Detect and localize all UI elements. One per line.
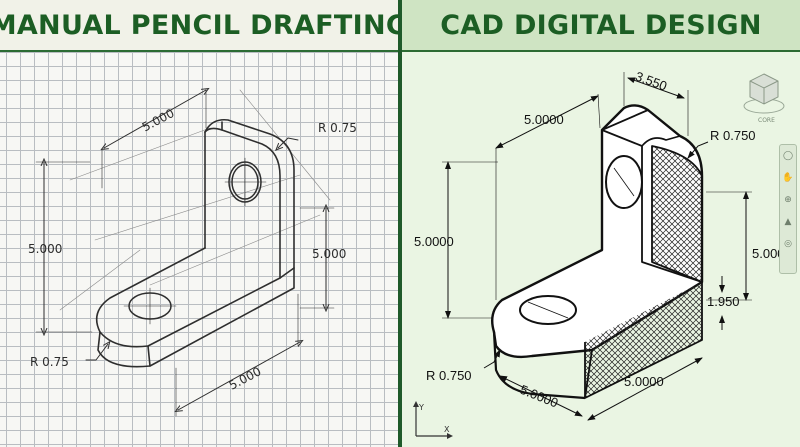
walk-icon[interactable]: ▲ [784, 217, 792, 227]
cad-dim-top-width: 5.0000 [524, 112, 564, 127]
sketch-radius-top: R 0.75 [318, 121, 357, 135]
manual-drafting-title: MANUAL PENCIL DRAFTING [0, 9, 398, 41]
viewcube-label: CORE [758, 117, 775, 124]
cad-radius-bottom: R 0.750 [426, 368, 472, 383]
sketch-radius-bottom: R 0.75 [30, 355, 69, 369]
sketch-dim-top: 5.000 [140, 106, 177, 134]
cad-dim-depth: 3.550 [633, 68, 669, 93]
construction-lines [59, 89, 331, 311]
ucs-axis-icon: Y X [413, 401, 453, 439]
cad-dimensions [442, 72, 752, 421]
ucs-x-label: X [444, 425, 450, 434]
vertical-plate [204, 118, 295, 279]
navigation-bar: ◯ ✋ ⊕ ▲ ◎ [779, 144, 797, 274]
cad-design-title: CAD DIGITAL DESIGN [440, 9, 762, 41]
sketch-dim-bottom: 5.000 [227, 364, 264, 392]
cad-radius-top: R 0.750 [710, 128, 756, 143]
cad-dim-thickness: 1.950 [707, 294, 740, 309]
zoom-icon[interactable]: ⊕ [784, 195, 792, 205]
manual-drafting-banner: MANUAL PENCIL DRAFTING [0, 0, 398, 52]
cad-dim-bottom-right: 5.0000 [624, 374, 664, 389]
sketch-dim-left: 5.000 [28, 242, 62, 256]
sketch-holes [123, 157, 267, 325]
cad-bracket [491, 104, 704, 400]
steering-wheel-icon[interactable]: ◎ [784, 239, 792, 249]
sketch-dim-right: 5.000 [312, 247, 346, 261]
cad-holes [519, 155, 643, 325]
orbit-icon[interactable]: ◯ [782, 151, 794, 161]
viewcube-icon[interactable] [742, 68, 786, 118]
cad-model: 3.550 5.0000 5.0000 5.0000 1.950 5.0000 … [414, 68, 792, 421]
base-plate [95, 247, 295, 368]
cad-design-panel: CAD DIGITAL DESIGN [402, 0, 800, 447]
cad-design-banner: CAD DIGITAL DESIGN [402, 0, 800, 52]
manual-drafting-panel: MANUAL PENCIL DRAFTING [0, 0, 398, 447]
sketch-dimensions [35, 90, 335, 417]
cad-dim-left-height: 5.0000 [414, 234, 454, 249]
ucs-y-label: Y [418, 403, 424, 412]
panel-divider [398, 0, 402, 447]
pan-icon[interactable]: ✋ [782, 173, 794, 183]
pencil-sketch: 5.000 5.000 5.000 5.000 R 0.75 R 0.75 [28, 50, 357, 417]
cad-dim-bottom-left: 5.0000 [518, 382, 560, 411]
